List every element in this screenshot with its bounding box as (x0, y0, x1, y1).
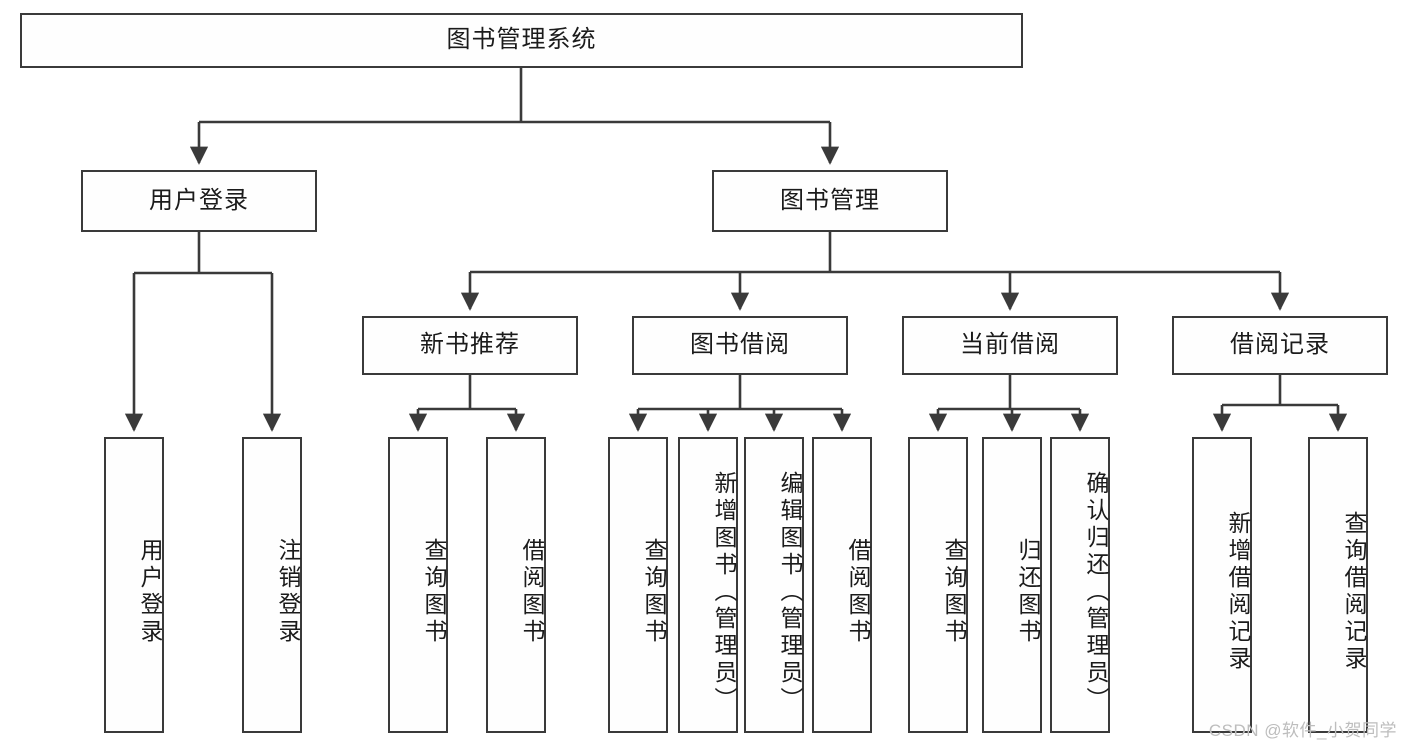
node-leaf-add-book-admin-label: 新增图书（管理员） (711, 470, 737, 714)
node-leaf-edit-book-admin-label: 编辑图书（管理员） (777, 470, 803, 714)
node-root[interactable]: 图书管理系统 (20, 13, 1023, 68)
node-leaf-borrow-book[interactable]: 借阅图书 (812, 437, 872, 733)
node-leaf-user-login-label: 用户登录 (137, 538, 163, 646)
node-leaf-query-borrow-record-label: 查询借阅记录 (1341, 511, 1367, 673)
node-leaf-query-book-recommend-label: 查询图书 (421, 538, 447, 646)
node-borrow-record-label: 借阅记录 (1230, 331, 1330, 359)
node-leaf-return-book[interactable]: 归还图书 (982, 437, 1042, 733)
node-leaf-borrow-book-label: 借阅图书 (845, 538, 871, 646)
node-book-manage[interactable]: 图书管理 (712, 170, 948, 232)
node-leaf-logout-login-label: 注销登录 (275, 538, 301, 646)
node-leaf-add-borrow-record[interactable]: 新增借阅记录 (1192, 437, 1252, 733)
node-leaf-query-borrow-record[interactable]: 查询借阅记录 (1308, 437, 1368, 733)
node-book-borrow-label: 图书借阅 (690, 331, 790, 359)
node-leaf-edit-book-admin[interactable]: 编辑图书（管理员） (744, 437, 804, 733)
node-leaf-confirm-return-admin[interactable]: 确认归还（管理员） (1050, 437, 1110, 733)
node-leaf-user-login[interactable]: 用户登录 (104, 437, 164, 733)
node-root-label: 图书管理系统 (446, 26, 597, 54)
node-new-book-recommend-label: 新书推荐 (420, 331, 520, 359)
node-leaf-query-book-current[interactable]: 查询图书 (908, 437, 968, 733)
node-leaf-confirm-return-admin-label: 确认归还（管理员） (1083, 470, 1109, 714)
node-user-login[interactable]: 用户登录 (81, 170, 317, 232)
node-new-book-recommend[interactable]: 新书推荐 (362, 316, 578, 375)
csdn-watermark: CSDN @软件_小贺同学 (1208, 721, 1397, 740)
node-current-borrow[interactable]: 当前借阅 (902, 316, 1118, 375)
node-leaf-logout-login[interactable]: 注销登录 (242, 437, 302, 733)
node-leaf-borrow-book-recommend[interactable]: 借阅图书 (486, 437, 546, 733)
node-leaf-query-book-recommend[interactable]: 查询图书 (388, 437, 448, 733)
node-book-manage-label: 图书管理 (780, 186, 880, 214)
node-user-login-label: 用户登录 (149, 186, 249, 214)
node-leaf-add-borrow-record-label: 新增借阅记录 (1225, 511, 1251, 673)
node-book-borrow[interactable]: 图书借阅 (632, 316, 848, 375)
node-borrow-record[interactable]: 借阅记录 (1172, 316, 1388, 375)
node-leaf-return-book-label: 归还图书 (1015, 538, 1041, 646)
node-leaf-borrow-book-recommend-label: 借阅图书 (519, 538, 545, 646)
node-current-borrow-label: 当前借阅 (960, 331, 1060, 359)
node-leaf-query-book-current-label: 查询图书 (941, 538, 967, 646)
node-leaf-query-book-borrow-label: 查询图书 (641, 538, 667, 646)
node-leaf-add-book-admin[interactable]: 新增图书（管理员） (678, 437, 738, 733)
node-leaf-query-book-borrow[interactable]: 查询图书 (608, 437, 668, 733)
